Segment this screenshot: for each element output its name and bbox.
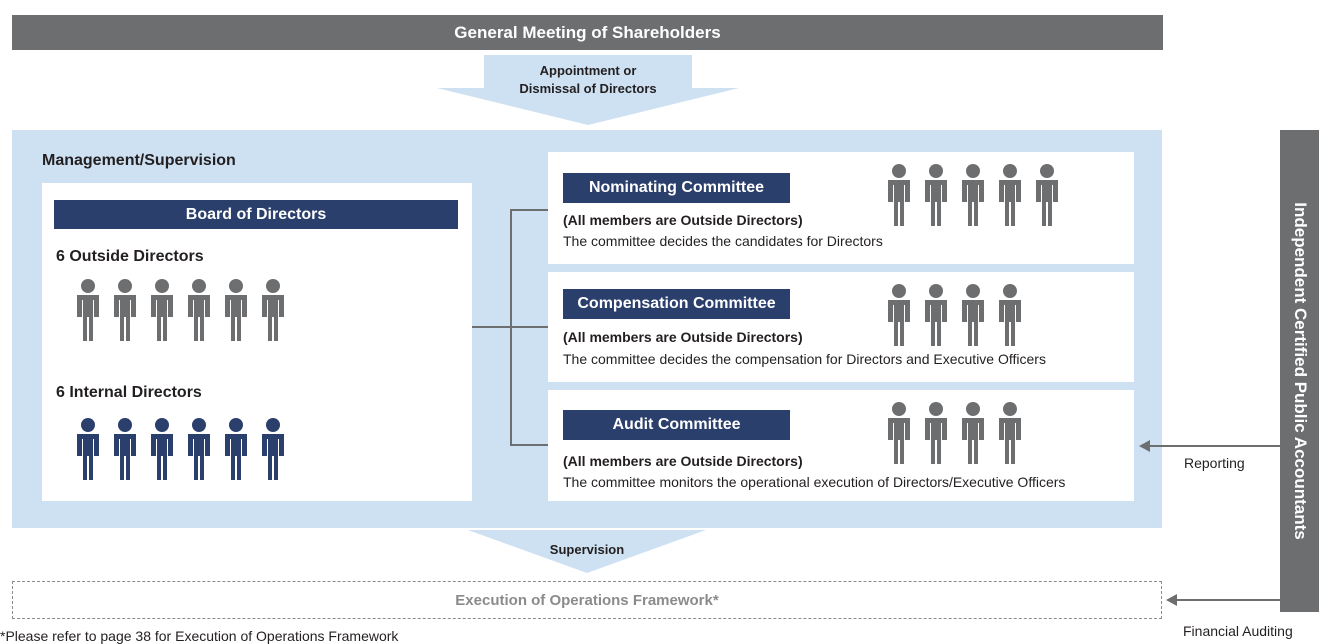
audit-committee-box <box>548 390 1134 501</box>
nominating-committee-box <box>548 152 1134 264</box>
nominating-committee-title-bar: Nominating Committee <box>563 173 790 203</box>
nominating-connector-line <box>510 209 548 211</box>
person-icon <box>960 284 986 346</box>
person-icon <box>75 418 101 480</box>
general-meeting-label: General Meeting of Shareholders <box>454 22 721 42</box>
nominating-committee-subtitle: (All members are Outside Directors) <box>563 212 803 228</box>
person-icon <box>997 284 1023 346</box>
general-meeting-bar: General Meeting of Shareholders <box>12 15 1163 50</box>
nominating-committee-title: Nominating Committee <box>588 179 765 196</box>
financial-auditing-label: Financial Auditing <box>1183 623 1293 639</box>
compensation-committee-subtitle: (All members are Outside Directors) <box>563 329 803 345</box>
nominating-committee-icons <box>886 164 1060 226</box>
outside-directors-label: 6 Outside Directors <box>56 248 204 265</box>
person-icon <box>886 164 912 226</box>
person-icon <box>149 418 175 480</box>
person-icon <box>75 279 101 341</box>
audit-committee-description: The committee monitors the operational e… <box>563 474 1066 490</box>
icpa-label: Independent Certified Public Accountants <box>1290 202 1310 540</box>
person-icon <box>923 402 949 464</box>
person-icon <box>223 279 249 341</box>
person-icon <box>186 279 212 341</box>
person-icon <box>223 418 249 480</box>
person-icon <box>997 402 1023 464</box>
outside-directors-icons <box>75 279 286 341</box>
person-icon <box>149 279 175 341</box>
supervision-label: Supervision <box>549 542 625 557</box>
appointment-label: Appointment or Dismissal of Directors <box>484 62 692 98</box>
audit-committee-subtitle: (All members are Outside Directors) <box>563 453 803 469</box>
audit-connector-line <box>510 444 548 446</box>
compensation-committee-description: The committee decides the compensation f… <box>563 351 1046 367</box>
board-connector-line <box>472 326 510 328</box>
compensation-committee-icons <box>886 284 1023 346</box>
board-of-directors-box <box>42 183 472 501</box>
audit-committee-title: Audit Committee <box>612 416 741 433</box>
appointment-arrow <box>437 55 739 125</box>
person-icon <box>886 402 912 464</box>
compensation-committee-title: Compensation Committee <box>577 295 776 312</box>
audit-committee-title-bar: Audit Committee <box>563 410 790 440</box>
person-icon <box>1034 164 1060 226</box>
person-icon <box>960 402 986 464</box>
person-icon <box>923 284 949 346</box>
management-title: Management/Supervision <box>42 152 236 169</box>
reporting-label: Reporting <box>1184 455 1245 471</box>
internal-directors-icons <box>75 418 286 480</box>
person-icon <box>260 279 286 341</box>
person-icon <box>186 418 212 480</box>
board-title-bar: Board of Directors <box>54 200 458 229</box>
icpa-bar: Independent Certified Public Accountants <box>1280 130 1319 612</box>
footnote: *Please refer to page 38 for Execution o… <box>0 628 399 644</box>
execution-framework-box: Execution of Operations Framework* <box>12 581 1162 619</box>
person-icon <box>923 164 949 226</box>
person-icon <box>960 164 986 226</box>
person-icon <box>997 164 1023 226</box>
compensation-committee-title-bar: Compensation Committee <box>563 289 790 319</box>
financial-auditing-arrow <box>1166 594 1280 606</box>
board-title: Board of Directors <box>185 205 327 223</box>
nominating-committee-description: The committee decides the candidates for… <box>563 233 883 249</box>
person-icon <box>886 284 912 346</box>
compensation-connector-line <box>510 326 548 328</box>
audit-committee-icons <box>886 402 1023 464</box>
internal-directors-label: 6 Internal Directors <box>56 384 202 401</box>
reporting-arrow <box>1139 440 1280 452</box>
appointment-label-line2: Dismissal of Directors <box>519 81 657 96</box>
person-icon <box>112 418 138 480</box>
supervision-arrow <box>468 530 706 573</box>
person-icon <box>260 418 286 480</box>
appointment-label-line1: Appointment or <box>539 63 637 78</box>
person-icon <box>112 279 138 341</box>
execution-framework-label: Execution of Operations Framework* <box>455 591 719 609</box>
